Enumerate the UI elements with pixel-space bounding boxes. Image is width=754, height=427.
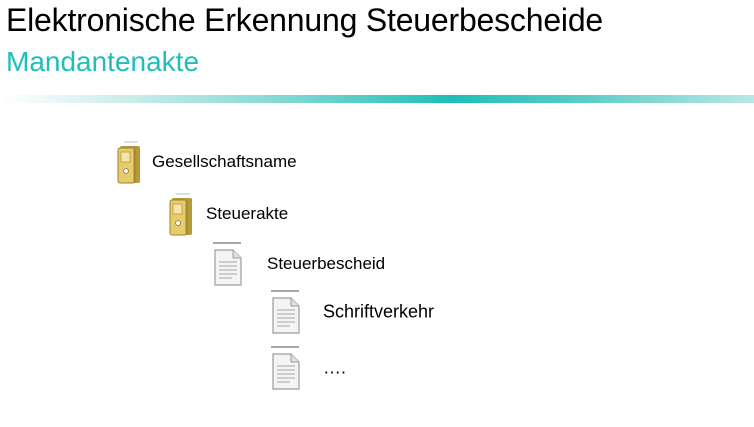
tree-item-more[interactable]: ….: [268, 346, 398, 390]
header-divider: [0, 95, 754, 103]
tree-item-label: Schriftverkehr: [323, 301, 435, 322]
document-icon: [268, 346, 302, 397]
tree-item-schriftverkehr[interactable]: Schriftverkehr: [268, 290, 498, 334]
tree-item-steuerbescheid[interactable]: Steuerbescheid: [210, 242, 420, 286]
tree-item-label: Steuerakte: [206, 204, 289, 223]
document-icon: [268, 290, 302, 341]
tree-item-label: Gesellschaftsname: [152, 152, 297, 171]
tree-item-steuerakte[interactable]: Steuerakte: [160, 192, 350, 236]
document-icon: [210, 242, 244, 293]
tree-item-label: Steuerbescheid: [267, 254, 386, 273]
tree-item-label: ….: [323, 357, 347, 378]
tree-item-gesellschaftsname[interactable]: Gesellschaftsname: [108, 140, 348, 184]
slide-title: Elektronische Erkennung Steuerbescheide: [6, 2, 604, 38]
binder-folder-icon: [108, 140, 144, 191]
slide-subtitle: Mandantenakte: [6, 46, 200, 77]
binder-folder-icon: [160, 192, 196, 243]
